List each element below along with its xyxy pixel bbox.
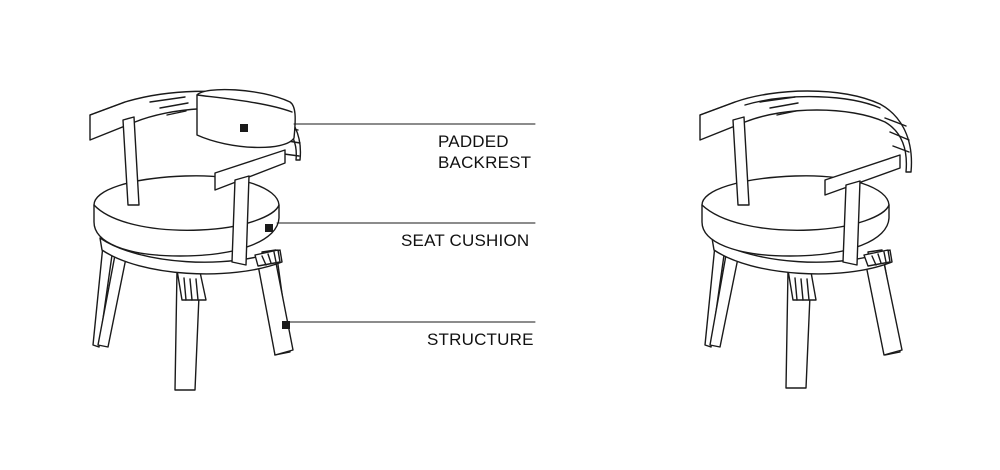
chair-plain bbox=[699, 90, 913, 389]
label-padded-backrest: PADDED BACKREST bbox=[438, 131, 558, 173]
chair-annotated bbox=[89, 88, 302, 391]
label-structure-line-1: STRUCTURE bbox=[427, 330, 534, 349]
label-seat-cushion: SEAT CUSHION bbox=[401, 230, 561, 251]
label-structure: STRUCTURE bbox=[427, 329, 567, 350]
label-padded-backrest-line-1: PADDED bbox=[438, 132, 509, 151]
label-padded-backrest-line-2: BACKREST bbox=[438, 153, 532, 172]
leader-lines bbox=[276, 123, 536, 323]
label-seat-cushion-line-1: SEAT CUSHION bbox=[401, 231, 530, 250]
